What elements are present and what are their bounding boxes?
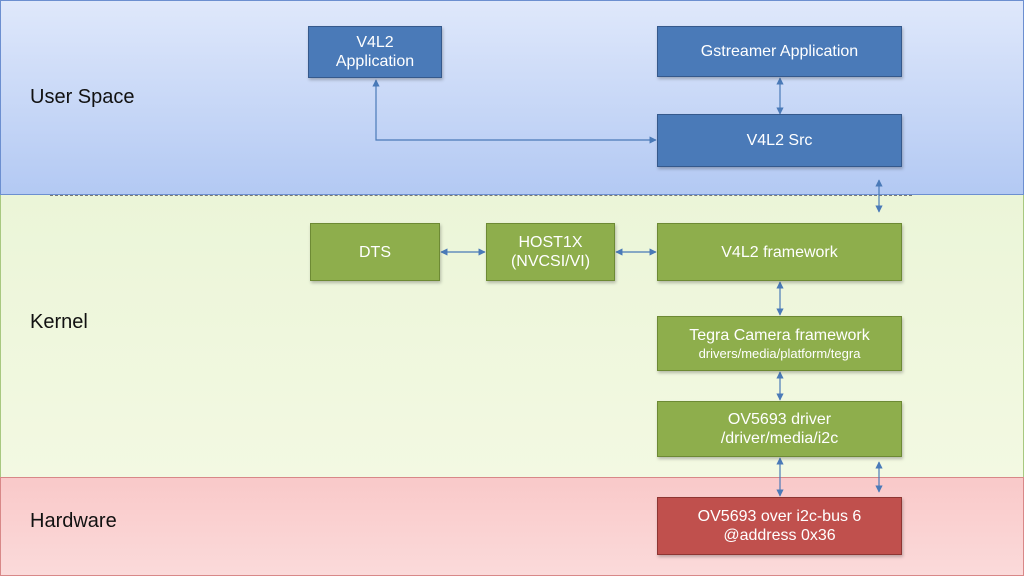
tegra-camera-line2: drivers/media/platform/tegra (698, 345, 861, 361)
v4l2-src-label: V4L2 Src (746, 132, 813, 149)
host1x-box: HOST1X (NVCSI/VI) (486, 223, 615, 281)
user-kernel-boundary (50, 195, 912, 196)
v4l2-src-box: V4L2 Src (657, 114, 902, 167)
ov5693-hardware-box: OV5693 over i2c-bus 6 @address 0x36 (657, 497, 902, 555)
gstreamer-application-box: Gstreamer Application (657, 26, 902, 77)
tegra-camera-line1: Tegra Camera framework (689, 326, 870, 344)
v4l2-application-line1: V4L2 (356, 34, 394, 51)
ov5693-hardware-line1: OV5693 over i2c-bus 6 (697, 508, 862, 525)
dts-label: DTS (359, 243, 391, 261)
dts-box: DTS (310, 223, 440, 281)
ov5693-driver-box: OV5693 driver /driver/media/i2c (657, 401, 902, 457)
ov5693-driver-line2: /driver/media/i2c (720, 430, 839, 447)
host1x-line1: HOST1X (518, 234, 583, 251)
v4l2-application-line2: Application (335, 53, 415, 70)
user-space-label: User Space (30, 86, 135, 108)
arrow-v4l2app-v4l2src (372, 79, 657, 144)
ov5693-hardware-line2: @address 0x36 (723, 527, 836, 544)
host1x-line2: (NVCSI/VI) (510, 253, 591, 270)
gstreamer-application-label: Gstreamer Application (700, 43, 859, 60)
v4l2-application-box: V4L2 Application (308, 26, 442, 78)
kernel-label: Kernel (30, 311, 88, 333)
v4l2-framework-label: V4L2 framework (721, 243, 838, 261)
hardware-label: Hardware (30, 510, 117, 532)
v4l2-framework-box: V4L2 framework (657, 223, 902, 281)
ov5693-driver-line1: OV5693 driver (727, 411, 832, 428)
tegra-camera-framework-box: Tegra Camera framework drivers/media/pla… (657, 316, 902, 371)
